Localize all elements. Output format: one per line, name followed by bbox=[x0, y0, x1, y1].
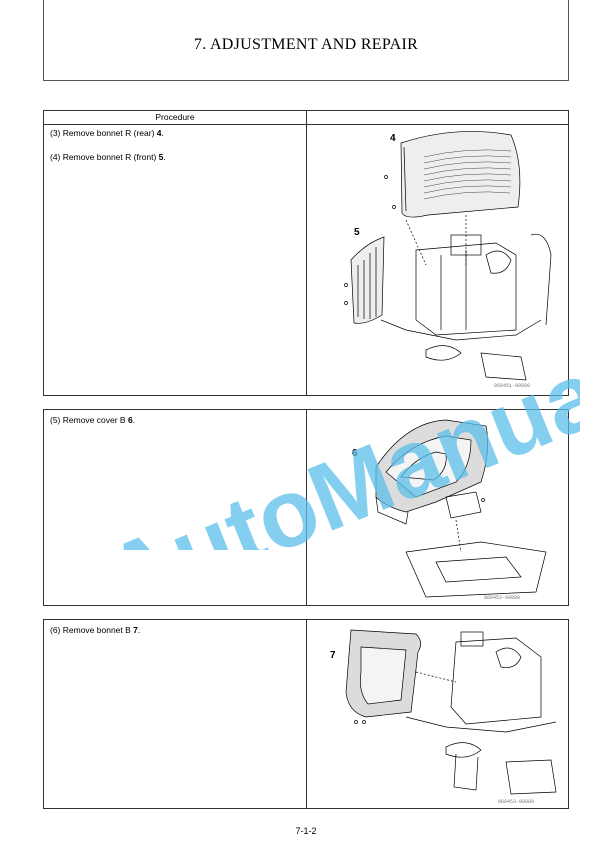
step-3: (3) Remove bonnet R (rear) 4. bbox=[50, 128, 164, 138]
step-6: (6) Remove bonnet B 7. bbox=[50, 625, 141, 635]
figure-code: 060452-00800 bbox=[484, 595, 520, 601]
bonnet-b-removal-figure: 7 060453-00800 bbox=[330, 629, 557, 805]
part-number: 7 bbox=[133, 625, 138, 635]
step-5: (5) Remove cover B 6. bbox=[50, 415, 136, 425]
part-number: 6 bbox=[127, 415, 133, 425]
page-header: 7. ADJUSTMENT AND REPAIR bbox=[43, 0, 569, 81]
step-4: (4) Remove bonnet R (front) 5. bbox=[50, 152, 166, 162]
part-number: 5 bbox=[158, 152, 164, 162]
callout-7: 7 bbox=[330, 650, 336, 661]
page-title: 7. ADJUSTMENT AND REPAIR bbox=[193, 36, 419, 53]
callout-5: 5 bbox=[354, 227, 360, 238]
part-number: 4 bbox=[156, 128, 162, 138]
figure-code: 060453-00800 bbox=[498, 799, 534, 805]
column-divider bbox=[306, 111, 307, 395]
procedure-table-1: Procedure (3) Remove bonnet R (rear) 4. … bbox=[43, 110, 569, 396]
procedure-table-2: (5) Remove cover B 6. 6 060452-00800 bbox=[43, 409, 569, 606]
procedure-column-header: Procedure bbox=[155, 112, 195, 122]
page-number: 7-1-2 bbox=[295, 826, 317, 836]
callout-4: 4 bbox=[390, 133, 396, 144]
callout-6: 6 bbox=[352, 448, 358, 459]
figure-code: 060451-00800 bbox=[494, 383, 530, 389]
procedure-table-3: (6) Remove bonnet B 7. 7 060453-00800 bbox=[43, 619, 569, 809]
column-divider bbox=[306, 620, 307, 808]
cover-removal-figure: 6 060452-00800 bbox=[352, 419, 547, 601]
bonnet-removal-figure: 4 5 060451-00800 bbox=[344, 131, 552, 389]
column-divider bbox=[306, 410, 307, 605]
